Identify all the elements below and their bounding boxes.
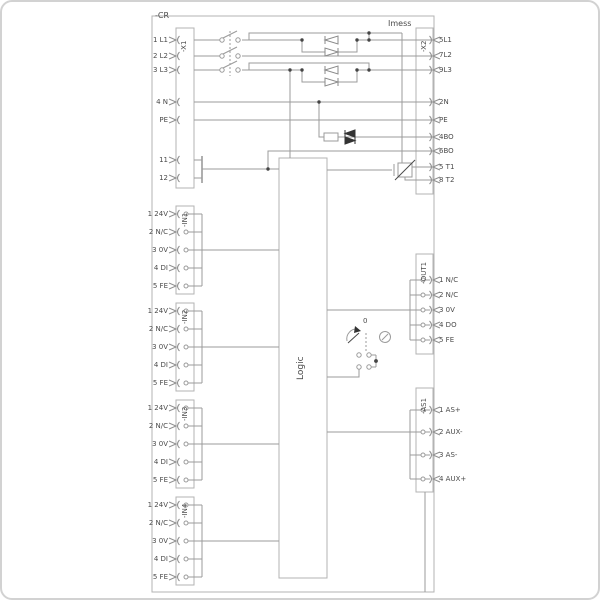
terminal-label: 7L2 xyxy=(439,51,452,59)
connector-ref-x1: -X1 xyxy=(180,40,188,52)
connector-pin-icons xyxy=(168,35,441,582)
terminal-label: 5 FE xyxy=(152,573,168,581)
terminal-label: PE xyxy=(439,116,448,124)
contact-circles xyxy=(183,37,426,580)
connector-ref-in1: -IN1 xyxy=(181,212,189,228)
junction-dots xyxy=(266,31,378,363)
terminal-label: 2 L2 xyxy=(152,52,168,60)
terminal-label: 2 N/C xyxy=(148,422,168,430)
terminal-label: 11 xyxy=(159,156,168,164)
terminal-label: 2 N/C xyxy=(148,325,168,333)
connector-ref-x2: -X2 xyxy=(420,40,428,52)
terminal-label: 4 AUX+ xyxy=(439,475,467,483)
terminal-label: 1 24V xyxy=(147,307,168,315)
terminal-label: 2 AUX- xyxy=(439,428,463,436)
terminal-label: 2N xyxy=(439,98,449,106)
terminal-label: 12 xyxy=(159,174,168,182)
terminal-label: 2 N/C xyxy=(148,228,168,236)
terminal-label: 4 DO xyxy=(439,321,457,329)
terminal-label: 2 N/C xyxy=(148,519,168,527)
address-rotary-switch xyxy=(346,326,391,370)
logic-block-label: Logic xyxy=(296,356,306,380)
terminal-label: 3 0V xyxy=(152,343,168,351)
terminal-label: 3 AS- xyxy=(439,451,458,459)
terminal-label: 4 DI xyxy=(153,458,168,466)
connector-ref-in3: -IN3 xyxy=(181,406,189,422)
terminal-label: 4 DI xyxy=(153,264,168,272)
device-ref-label: -CR xyxy=(155,11,170,20)
terminal-label: 4 DI xyxy=(153,555,168,563)
mechanical-link-dashes xyxy=(229,31,367,352)
terminal-label: 1 AS+ xyxy=(439,406,461,414)
connector-ref-in2: -IN2 xyxy=(181,309,189,325)
terminal-label: 8 T2 xyxy=(439,176,455,184)
terminal-label: 5 T1 xyxy=(439,163,455,171)
suppressor-diode xyxy=(343,129,357,145)
terminal-label: 3 0V xyxy=(152,537,168,545)
connector-ref-out1: -OUT1 xyxy=(420,261,428,285)
terminal-label: 9L3 xyxy=(439,66,452,74)
terminal-label: 5L1 xyxy=(439,36,452,44)
terminal-label: 3 0V xyxy=(152,440,168,448)
terminal-label: 1 24V xyxy=(147,210,168,218)
terminal-label: 5 FE xyxy=(152,282,168,290)
wires xyxy=(188,30,433,592)
thermistor-symbol xyxy=(393,159,416,181)
terminal-label: 4BO xyxy=(439,133,454,141)
terminal-label: 5 FE xyxy=(439,336,455,344)
terminal-label: 6BO xyxy=(439,147,454,155)
terminal-label: 1 24V xyxy=(147,501,168,509)
resistor-symbol xyxy=(323,132,339,142)
terminal-label: 3 L3 xyxy=(152,66,168,74)
terminal-label: 1 24V xyxy=(147,404,168,412)
terminal-label: 3 0V xyxy=(152,246,168,254)
terminal-label: 4 N xyxy=(156,98,168,106)
terminal-label: 4 DI xyxy=(153,361,168,369)
switch-position-label: 0 xyxy=(363,317,368,325)
connector-ref-as1: -AS1 xyxy=(420,397,428,415)
thyristor-diode-pairs xyxy=(323,35,340,87)
terminal-label: 5 FE xyxy=(152,379,168,387)
terminal-label: PE xyxy=(159,116,168,124)
imess-label: Imess xyxy=(388,19,412,28)
terminal-label: 1 N/C xyxy=(439,276,459,284)
terminal-label: 2 N/C xyxy=(439,291,459,299)
terminal-label: 5 FE xyxy=(152,476,168,484)
connector-ref-in4: -IN4 xyxy=(181,503,189,519)
terminal-label: 1 L1 xyxy=(152,36,168,44)
terminal-label: 3 0V xyxy=(439,306,455,314)
